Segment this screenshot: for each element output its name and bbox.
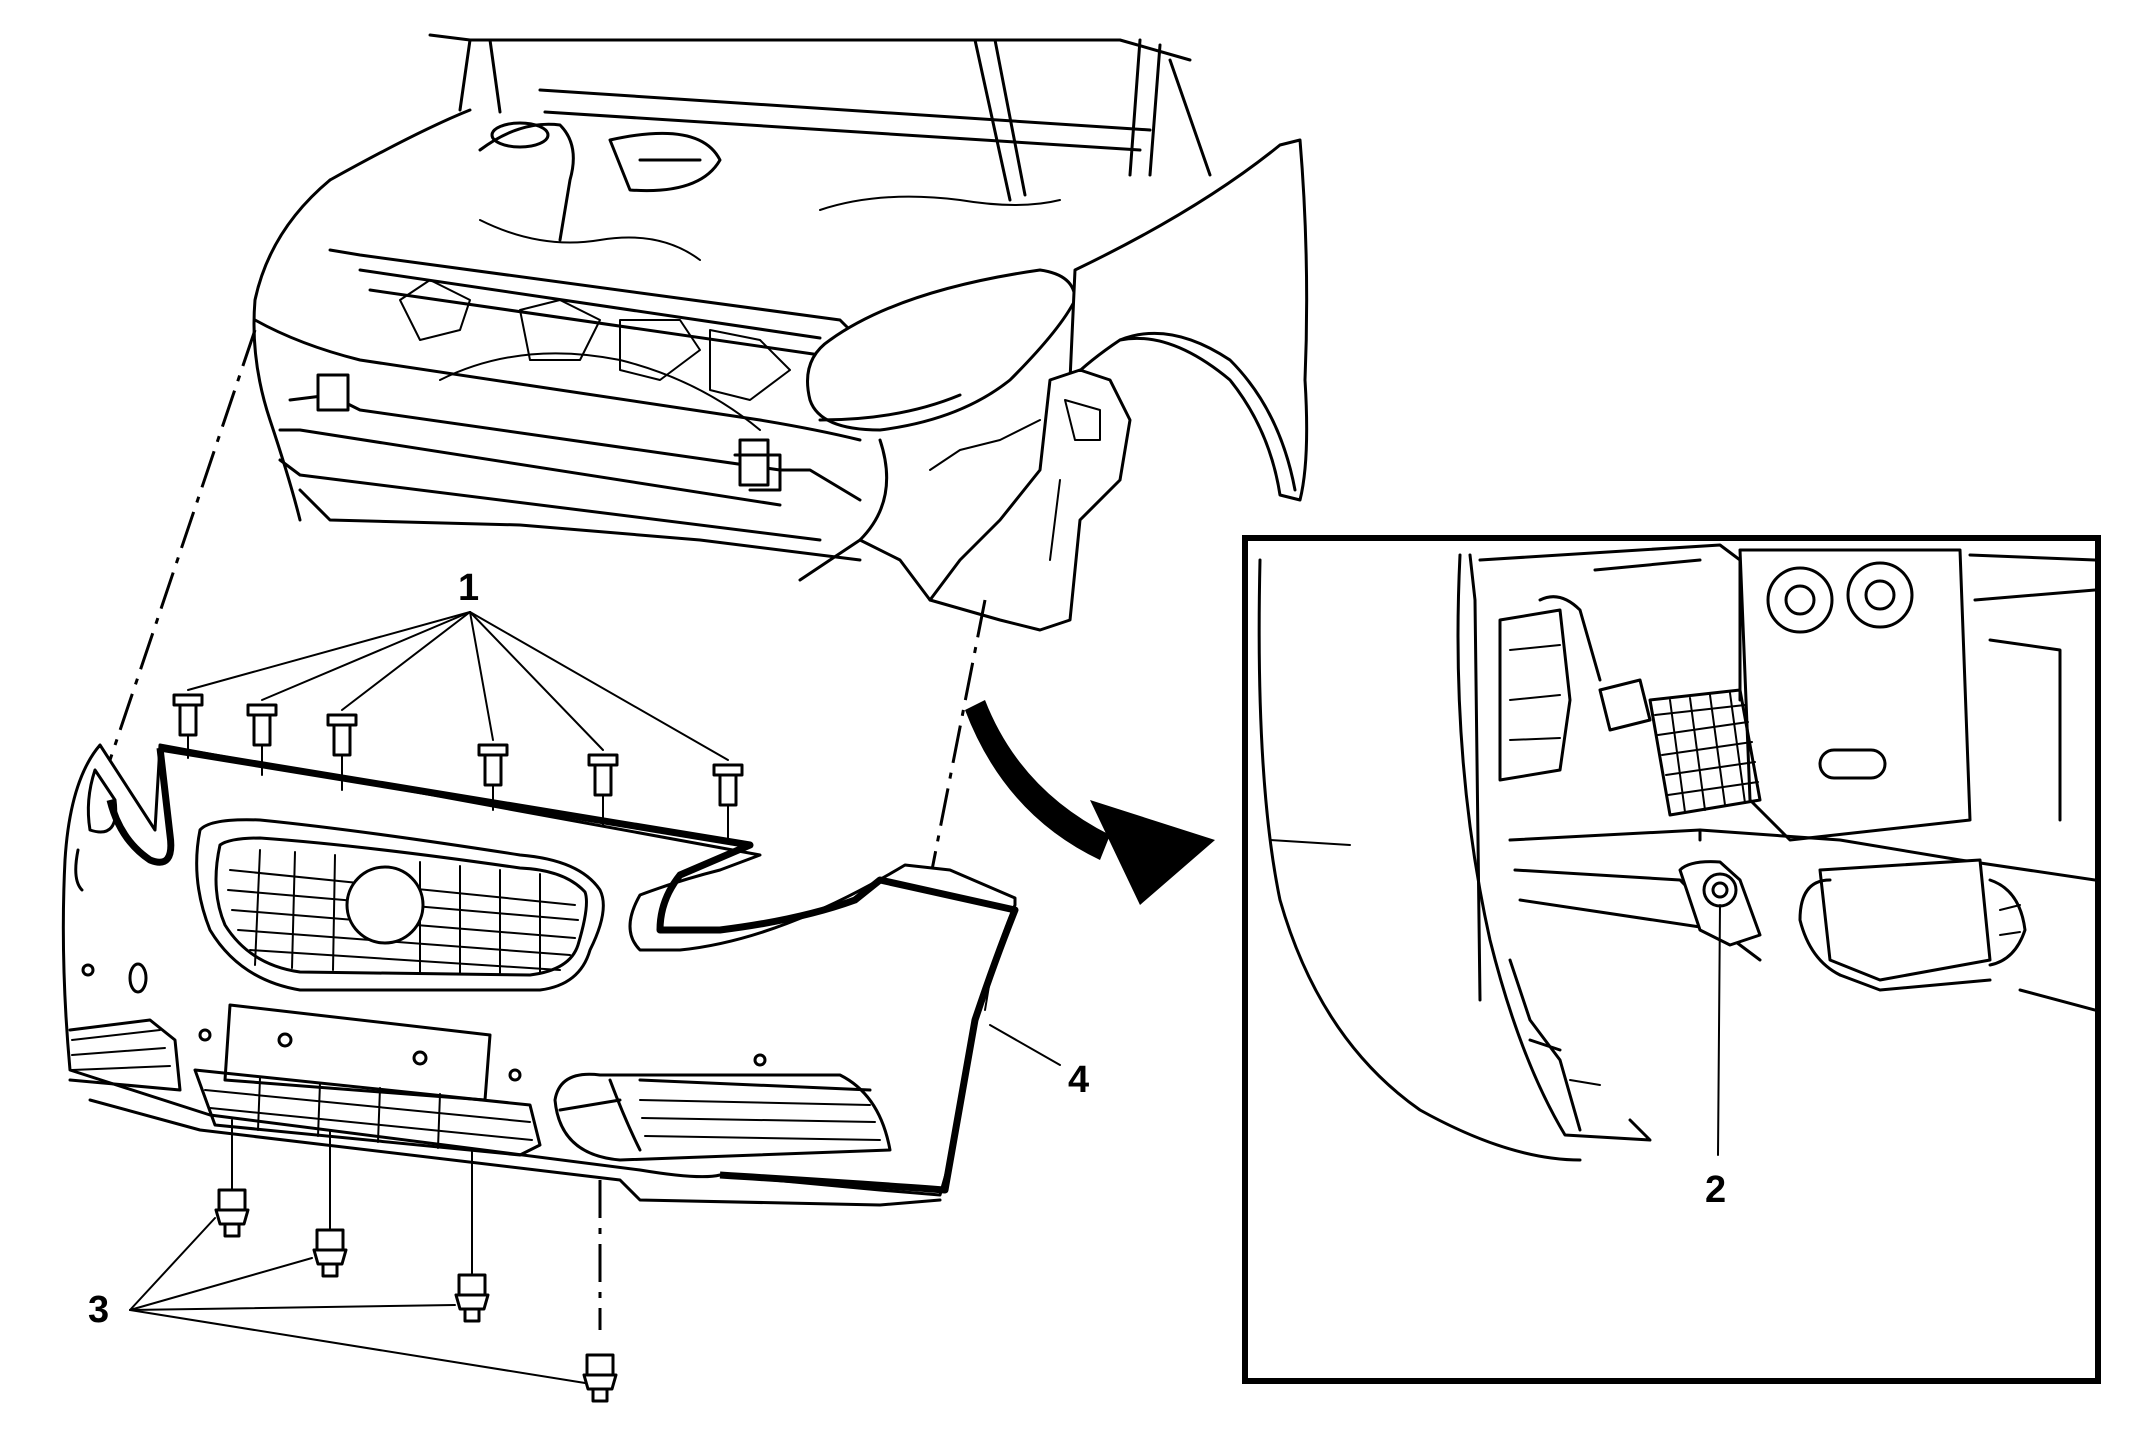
push-pin-fastener-4: [477, 743, 509, 811]
screw-fastener-3: [454, 1273, 490, 1323]
front-bumper-fascia: [61, 743, 1019, 1207]
lower-fasteners: [129, 1119, 618, 1403]
callout-2-label: 2: [1705, 1169, 1726, 1211]
detail-arrow: [965, 700, 1215, 905]
push-pin-fastener-3: [326, 713, 358, 791]
callout-1-leaders: [187, 611, 729, 761]
callout-3-leaders: [129, 1217, 586, 1384]
screw-fastener-2: [312, 1228, 348, 1278]
push-pin-fastener-6: [712, 763, 744, 839]
callout-4-leader: [989, 1024, 1061, 1066]
detail-inset: [1242, 535, 2101, 1384]
push-pin-fastener-5: [587, 753, 619, 826]
push-pin-fastener-1: [172, 693, 204, 759]
screw-fastener-1: [214, 1188, 250, 1238]
upper-fasteners: [172, 611, 744, 839]
callout-1-label: 1: [458, 567, 479, 609]
screw-fastener-4: [582, 1353, 618, 1403]
callout-3-label: 3: [88, 1289, 109, 1331]
push-pin-fastener-2: [246, 703, 278, 776]
callout-2-leader: [1717, 904, 1721, 1156]
alignment-lines: [108, 329, 987, 1330]
vehicle-front-body: [252, 33, 1309, 632]
callout-4-label: 4: [1068, 1059, 1089, 1101]
